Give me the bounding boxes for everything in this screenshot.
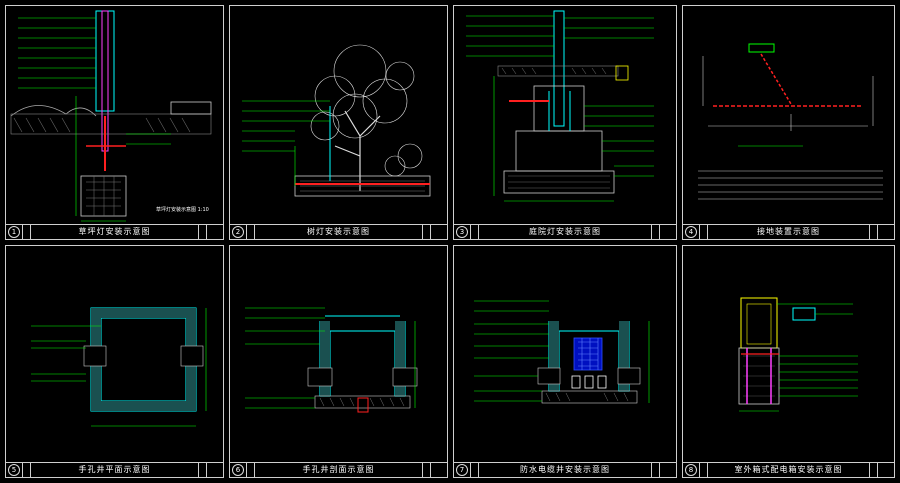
panel-title: 手孔井剖面示意图 <box>302 465 375 474</box>
panel-number: 1 <box>8 226 20 238</box>
panel-number: 5 <box>8 464 20 476</box>
garden-lamp-drawing <box>466 10 654 202</box>
handhole-section-drawing <box>245 307 418 413</box>
panel-title: 室外箱式配电箱安装示意图 <box>734 465 843 474</box>
panel-number: 6 <box>232 464 244 476</box>
panel-4-titlebar: 4 接地装置示意图 <box>683 224 894 239</box>
panel-number: 7 <box>456 464 468 476</box>
panel-2: 2 树灯安装示意图 <box>229 5 448 240</box>
panel-1-titlebar: 1 草坪灯安装示意图 <box>6 224 223 239</box>
lawn-lamp-drawing: 草坪灯安装示意图 1:10 <box>10 10 212 222</box>
panel-title: 防水电缆井安装示意图 <box>520 465 610 474</box>
tree-lamp-drawing <box>242 44 431 197</box>
panel-5-titlebar: 5 手孔井平面示意图 <box>6 462 223 477</box>
svg-text:草坪灯安装示意图 1:10: 草坪灯安装示意图 1:10 <box>156 206 209 213</box>
cable-well-drawing <box>474 300 650 404</box>
panel-8: 8 室外箱式配电箱安装示意图 <box>682 245 895 478</box>
panel-3-titlebar: 3 庭院灯安装示意图 <box>454 224 676 239</box>
panel-title: 接地装置示意图 <box>757 227 820 236</box>
panel-3: 3 庭院灯安装示意图 <box>453 5 677 240</box>
handhole-plan-drawing <box>31 307 207 427</box>
panel-7-titlebar: 7 防水电缆井安装示意图 <box>454 462 676 477</box>
panel-5: 5 手孔井平面示意图 <box>5 245 224 478</box>
grounding-device-drawing <box>698 43 883 200</box>
panel-title: 树灯安装示意图 <box>307 227 370 236</box>
panel-1: 草坪灯安装示意图 1:10 1 草坪灯安装示意图 <box>5 5 224 240</box>
panel-title: 草坪灯安装示意图 <box>78 227 151 236</box>
panel-8-titlebar: 8 室外箱式配电箱安装示意图 <box>683 462 894 477</box>
panel-number: 3 <box>456 226 468 238</box>
panel-title: 庭院灯安装示意图 <box>529 227 601 236</box>
panel-number: 2 <box>232 226 244 238</box>
panel-number: 4 <box>685 226 697 238</box>
distribution-box-drawing <box>738 297 858 412</box>
panel-4: 4 接地装置示意图 <box>682 5 895 240</box>
panel-6: 6 手孔井剖面示意图 <box>229 245 448 478</box>
panel-number: 8 <box>685 464 697 476</box>
panel-2-titlebar: 2 树灯安装示意图 <box>230 224 447 239</box>
panel-6-titlebar: 6 手孔井剖面示意图 <box>230 462 447 477</box>
panel-title: 手孔井平面示意图 <box>78 465 151 474</box>
panel-7: 7 防水电缆井安装示意图 <box>453 245 677 478</box>
